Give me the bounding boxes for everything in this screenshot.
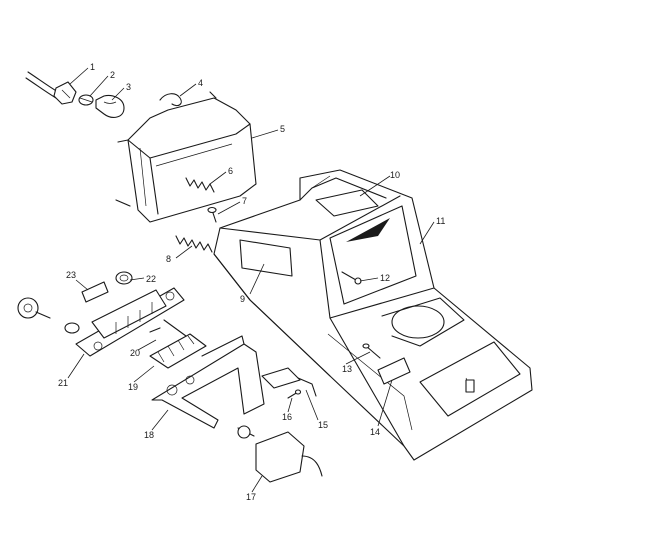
- callout-4: 4: [198, 78, 203, 88]
- callout-8: 8: [166, 254, 171, 264]
- callout-15: 15: [318, 420, 328, 430]
- part-7-screw: [207, 206, 217, 223]
- part-9-side-decal: [239, 239, 293, 277]
- callout-6: 6: [228, 166, 233, 176]
- callout-16: 16: [282, 412, 292, 422]
- callout-20: 20: [130, 348, 140, 358]
- callout-1: 1: [90, 62, 95, 72]
- part-17-key-switch: [237, 425, 323, 483]
- part-20-panel: [149, 319, 187, 337]
- callout-13: 13: [342, 364, 352, 374]
- callout-10: 10: [390, 170, 400, 180]
- callout-17: 17: [246, 492, 256, 502]
- part-13-screw: [362, 343, 381, 359]
- callout-14: 14: [370, 427, 380, 437]
- callout-9: 9: [240, 294, 245, 304]
- gauge-hole: [381, 297, 465, 347]
- callout-11: 11: [436, 216, 445, 226]
- windshield-opening: [329, 205, 417, 305]
- key-and-nut: [17, 297, 80, 334]
- part-1-wire-connector: [25, 71, 77, 105]
- leader-lines: [67, 67, 435, 493]
- part-19-switch-panel: [149, 333, 207, 369]
- part-3-bulb: [95, 94, 125, 118]
- callout-22: 22: [146, 274, 156, 284]
- callout-3: 3: [126, 82, 131, 92]
- part-12-screw: [341, 271, 362, 285]
- callout-2: 2: [110, 70, 115, 80]
- callout-5: 5: [280, 124, 285, 134]
- part-14-lower-decal: [377, 341, 521, 417]
- callout-21: 21: [58, 378, 68, 388]
- part-16-screw: [287, 389, 302, 399]
- callout-12: 12: [380, 273, 390, 283]
- callout-labels: 1 2 3 4 5 6 7 8 9 10 11 12 13 14 15 16 1…: [58, 62, 445, 502]
- part-6-spring: [185, 177, 215, 193]
- part-22-grommet: [115, 271, 133, 285]
- part-5-headlight-housing: [115, 91, 257, 223]
- callout-18: 18: [144, 430, 154, 440]
- callout-23: 23: [66, 270, 76, 280]
- part-23-decal: [81, 281, 109, 303]
- callout-19: 19: [128, 382, 138, 392]
- part-8-spring: [175, 235, 213, 253]
- callout-7: 7: [242, 196, 247, 206]
- part-4-clip: [159, 93, 182, 107]
- part-11-hood-console: [213, 169, 533, 461]
- part-18-bracket: [151, 335, 265, 429]
- part-21-plate: [75, 287, 185, 357]
- part-2-bulb-socket: [78, 94, 94, 106]
- part-10-upper-decal: [315, 189, 379, 217]
- part-15-switch: [261, 367, 317, 397]
